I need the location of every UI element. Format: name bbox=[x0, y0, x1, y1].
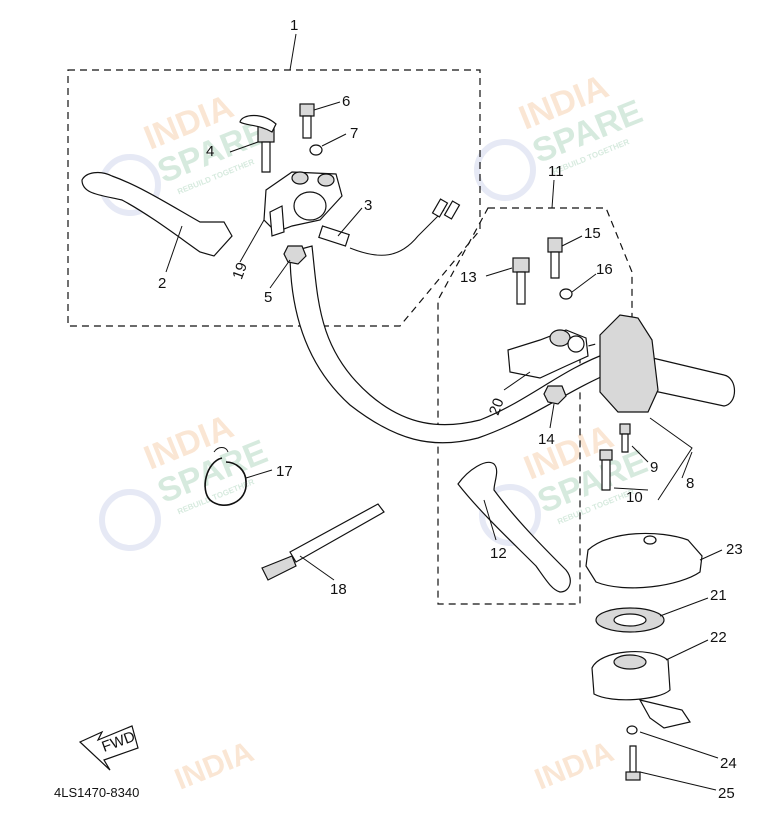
callout-3: 3 bbox=[364, 197, 372, 214]
washer-24 bbox=[626, 725, 638, 735]
callout-15: 15 bbox=[584, 225, 601, 242]
callout-24: 24 bbox=[720, 755, 737, 772]
nut-14 bbox=[543, 385, 567, 405]
housing-22-bore bbox=[613, 654, 647, 670]
callout-6: 6 bbox=[342, 93, 350, 110]
callout-16: 16 bbox=[596, 261, 613, 278]
right-lever bbox=[457, 461, 571, 593]
callout-12: 12 bbox=[490, 545, 507, 562]
bolt-13-shank bbox=[516, 271, 526, 305]
wrench-icon bbox=[474, 139, 536, 201]
pin-19 bbox=[269, 205, 285, 237]
grip bbox=[639, 354, 736, 407]
housing-22 bbox=[591, 650, 671, 701]
bolt-4-shank bbox=[261, 141, 271, 173]
right-perch-bore bbox=[567, 335, 585, 353]
bolt-15-head bbox=[547, 237, 563, 253]
callouts: 1 2 3 4 5 6 7 8 9 10 11 12 13 14 15 16 1… bbox=[158, 17, 743, 802]
washer-16 bbox=[559, 288, 573, 300]
cable-tie-18 bbox=[289, 503, 385, 563]
bolt-13-head bbox=[512, 257, 530, 273]
housing-22-arm bbox=[638, 699, 691, 729]
callout-11: 11 bbox=[548, 163, 564, 180]
bolt-6-head bbox=[299, 103, 315, 117]
callout-25: 25 bbox=[718, 785, 735, 802]
watermark-word1: INDIA bbox=[530, 735, 618, 796]
washer-7 bbox=[309, 144, 323, 156]
screw-10-head bbox=[599, 449, 613, 461]
callout-13: 13 bbox=[460, 269, 477, 286]
watermark: INDIA SPARE REBUILD TOGETHER INDIA SPARE… bbox=[99, 68, 653, 796]
switch-3 bbox=[318, 225, 350, 247]
clip-17-tab bbox=[213, 447, 229, 453]
gasket-21-hole bbox=[613, 613, 647, 627]
callout-17: 17 bbox=[276, 463, 293, 480]
cover-23 bbox=[585, 532, 703, 589]
right-perch-boss bbox=[549, 329, 571, 347]
screw-25-head bbox=[625, 771, 641, 781]
callout-4: 4 bbox=[206, 143, 214, 160]
callout-8: 8 bbox=[686, 475, 694, 492]
bolt-6-shank bbox=[302, 115, 312, 139]
catalog-number: 4LS1470-8340 bbox=[54, 785, 140, 800]
wrench-icon bbox=[99, 489, 161, 551]
bolt-4-cover bbox=[239, 114, 277, 133]
connector bbox=[443, 200, 461, 220]
fwd-arrow: FWD bbox=[78, 725, 139, 771]
cable-tie-18-head bbox=[261, 555, 297, 581]
callout-1: 1 bbox=[290, 17, 298, 34]
nut-5 bbox=[283, 245, 307, 265]
callout-23: 23 bbox=[726, 541, 743, 558]
group-box-left bbox=[67, 69, 481, 327]
callout-14: 14 bbox=[538, 431, 555, 448]
screw-10-shank bbox=[601, 459, 611, 491]
watermark-word1: INDIA bbox=[170, 735, 258, 796]
callout-21: 21 bbox=[710, 587, 727, 604]
left-perch-boss bbox=[291, 171, 309, 185]
callout-19: 19 bbox=[229, 260, 251, 281]
throttle-housing bbox=[599, 314, 659, 413]
cover-23-hole bbox=[643, 535, 657, 545]
callout-20: 20 bbox=[486, 396, 508, 417]
connector bbox=[431, 198, 449, 218]
bolt-15-shank bbox=[550, 251, 560, 279]
callout-2: 2 bbox=[158, 275, 166, 292]
callout-22: 22 bbox=[710, 629, 727, 646]
callout-5: 5 bbox=[264, 289, 272, 306]
handlebar bbox=[289, 245, 725, 444]
callout-18: 18 bbox=[330, 581, 347, 598]
left-perch-boss bbox=[317, 173, 335, 187]
callout-9: 9 bbox=[650, 459, 658, 476]
leaders bbox=[165, 33, 723, 791]
wrench-icon bbox=[479, 484, 541, 546]
callout-7: 7 bbox=[350, 125, 358, 142]
clip-17 bbox=[204, 457, 247, 506]
left-lever bbox=[81, 171, 233, 257]
screw-9-head bbox=[619, 423, 631, 435]
callout-10: 10 bbox=[626, 489, 643, 506]
screw-9-shank bbox=[621, 433, 629, 453]
screw-25-shank bbox=[629, 745, 637, 773]
switch-wire bbox=[349, 209, 445, 256]
left-perch-bore bbox=[293, 191, 327, 221]
